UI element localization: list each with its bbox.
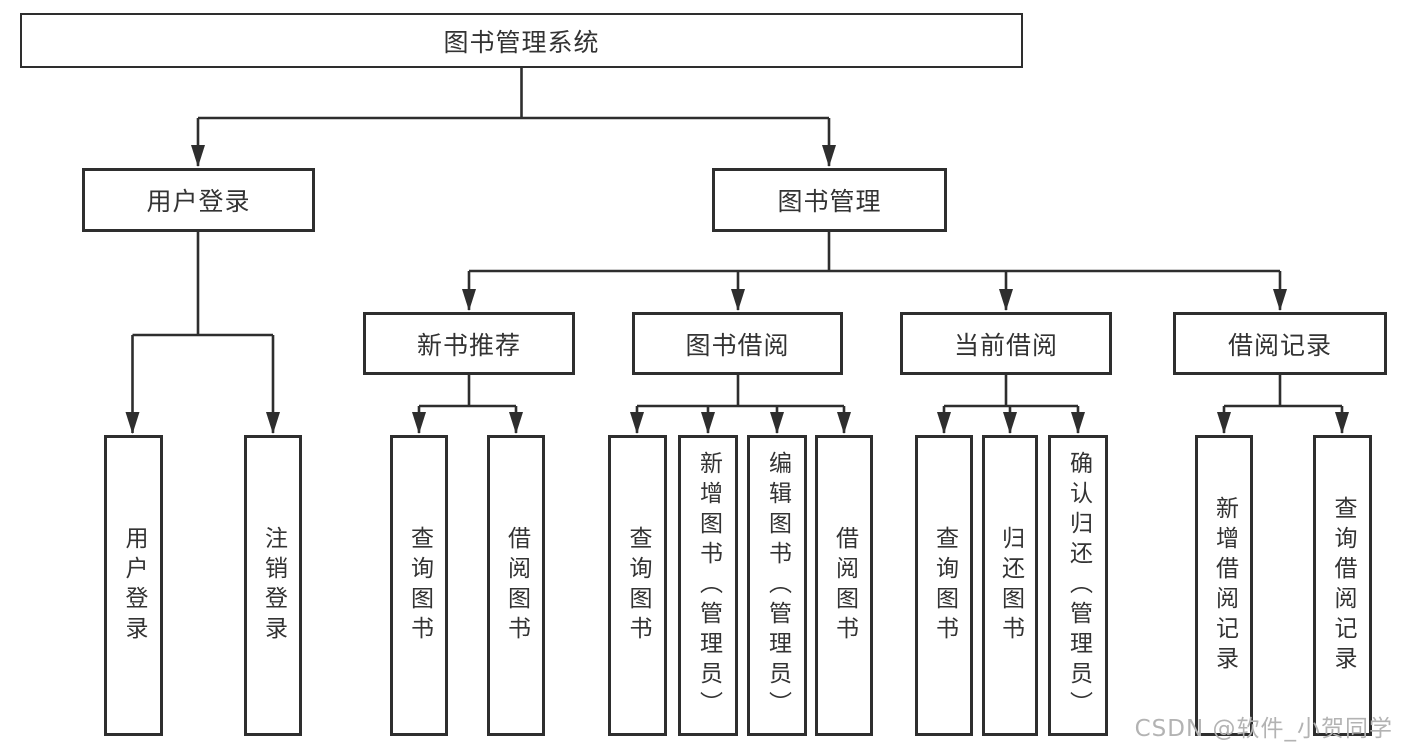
leaf-borrow-books-borrowing: 借阅图书 (815, 435, 873, 736)
watermark: CSDN @软件_小贺同学 (1134, 716, 1393, 742)
leaf-return-books: 归还图书 (982, 435, 1038, 736)
node-book-borrowing: 图书借阅 (632, 312, 843, 375)
leaf-confirm-return-admin: 确认归还（管理员） (1048, 435, 1108, 736)
leaf-query-books-current: 查询图书 (915, 435, 973, 736)
node-library-system: 图书管理系统 (20, 13, 1023, 68)
node-book-management: 图书管理 (712, 168, 947, 232)
node-current-borrowing: 当前借阅 (900, 312, 1112, 375)
leaf-add-borrow-record: 新增借阅记录 (1195, 435, 1253, 736)
leaf-query-books-recommend: 查询图书 (390, 435, 448, 736)
node-borrowing-records: 借阅记录 (1173, 312, 1387, 375)
node-user-login: 用户登录 (82, 168, 315, 232)
leaf-user-login: 用户登录 (104, 435, 163, 736)
leaf-query-books-borrowing: 查询图书 (608, 435, 667, 736)
node-new-book-recommend: 新书推荐 (363, 312, 575, 375)
leaf-add-book-admin: 新增图书（管理员） (678, 435, 738, 736)
leaf-logout: 注销登录 (244, 435, 302, 736)
leaf-borrow-books-recommend: 借阅图书 (487, 435, 545, 736)
leaf-edit-book-admin: 编辑图书（管理员） (747, 435, 807, 736)
leaf-query-borrow-record: 查询借阅记录 (1313, 435, 1372, 736)
